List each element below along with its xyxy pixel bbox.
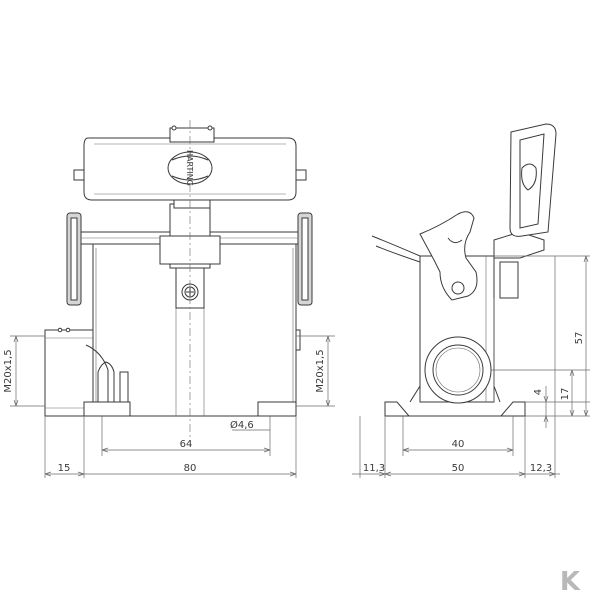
left-lever-inner bbox=[70, 217, 78, 301]
right-foot bbox=[257, 401, 297, 417]
left-foot bbox=[83, 401, 131, 417]
side-open-cover bbox=[509, 123, 557, 237]
left-hood-pin bbox=[73, 169, 85, 181]
dim-side-flange-height: 4 bbox=[533, 389, 544, 395]
side-latch-pivot bbox=[451, 281, 465, 295]
harting-logo-text: HARTING bbox=[185, 150, 194, 186]
front-dimensions: Ø4,6 64 15 80 M20x1,5 M20x1,5 bbox=[3, 335, 335, 478]
watermark-logo: K bbox=[560, 567, 581, 597]
right-lever-inner bbox=[301, 217, 309, 301]
dim-side-hole-spacing: 40 bbox=[452, 439, 465, 450]
side-right-flange bbox=[499, 401, 526, 417]
side-cable bbox=[371, 235, 421, 257]
dim-hole-diameter: Ø4,6 bbox=[230, 419, 254, 431]
front-view: HARTING bbox=[44, 120, 313, 440]
dim-side-height: 57 bbox=[574, 332, 585, 345]
dim-side-right-offset: 12,3 bbox=[530, 463, 552, 474]
dim-front-width: 80 bbox=[184, 463, 197, 474]
hood-clip bbox=[169, 127, 215, 143]
watermark-letter: K bbox=[560, 567, 581, 597]
side-left-flange bbox=[384, 401, 411, 417]
side-dimensions: 40 11,3 50 12,3 57 17 4 bbox=[352, 255, 590, 478]
side-view bbox=[371, 123, 557, 417]
hood-tab bbox=[173, 199, 211, 209]
dim-side-base-height: 17 bbox=[560, 388, 571, 401]
dim-side-left-offset: 11,3 bbox=[363, 463, 385, 474]
dim-side-width: 50 bbox=[452, 463, 465, 474]
side-hinge-block bbox=[499, 261, 519, 299]
side-latch-lever bbox=[419, 211, 478, 301]
side-gland-inner bbox=[432, 344, 484, 396]
dim-front-left-offset: 15 bbox=[58, 463, 71, 474]
dim-thread-left: M20x1,5 bbox=[3, 349, 14, 392]
dim-thread-right: M20x1,5 bbox=[315, 349, 326, 392]
dim-front-hole-spacing: 64 bbox=[180, 439, 193, 450]
side-hinge-bracket bbox=[493, 231, 545, 259]
right-hood-pin bbox=[295, 169, 307, 181]
